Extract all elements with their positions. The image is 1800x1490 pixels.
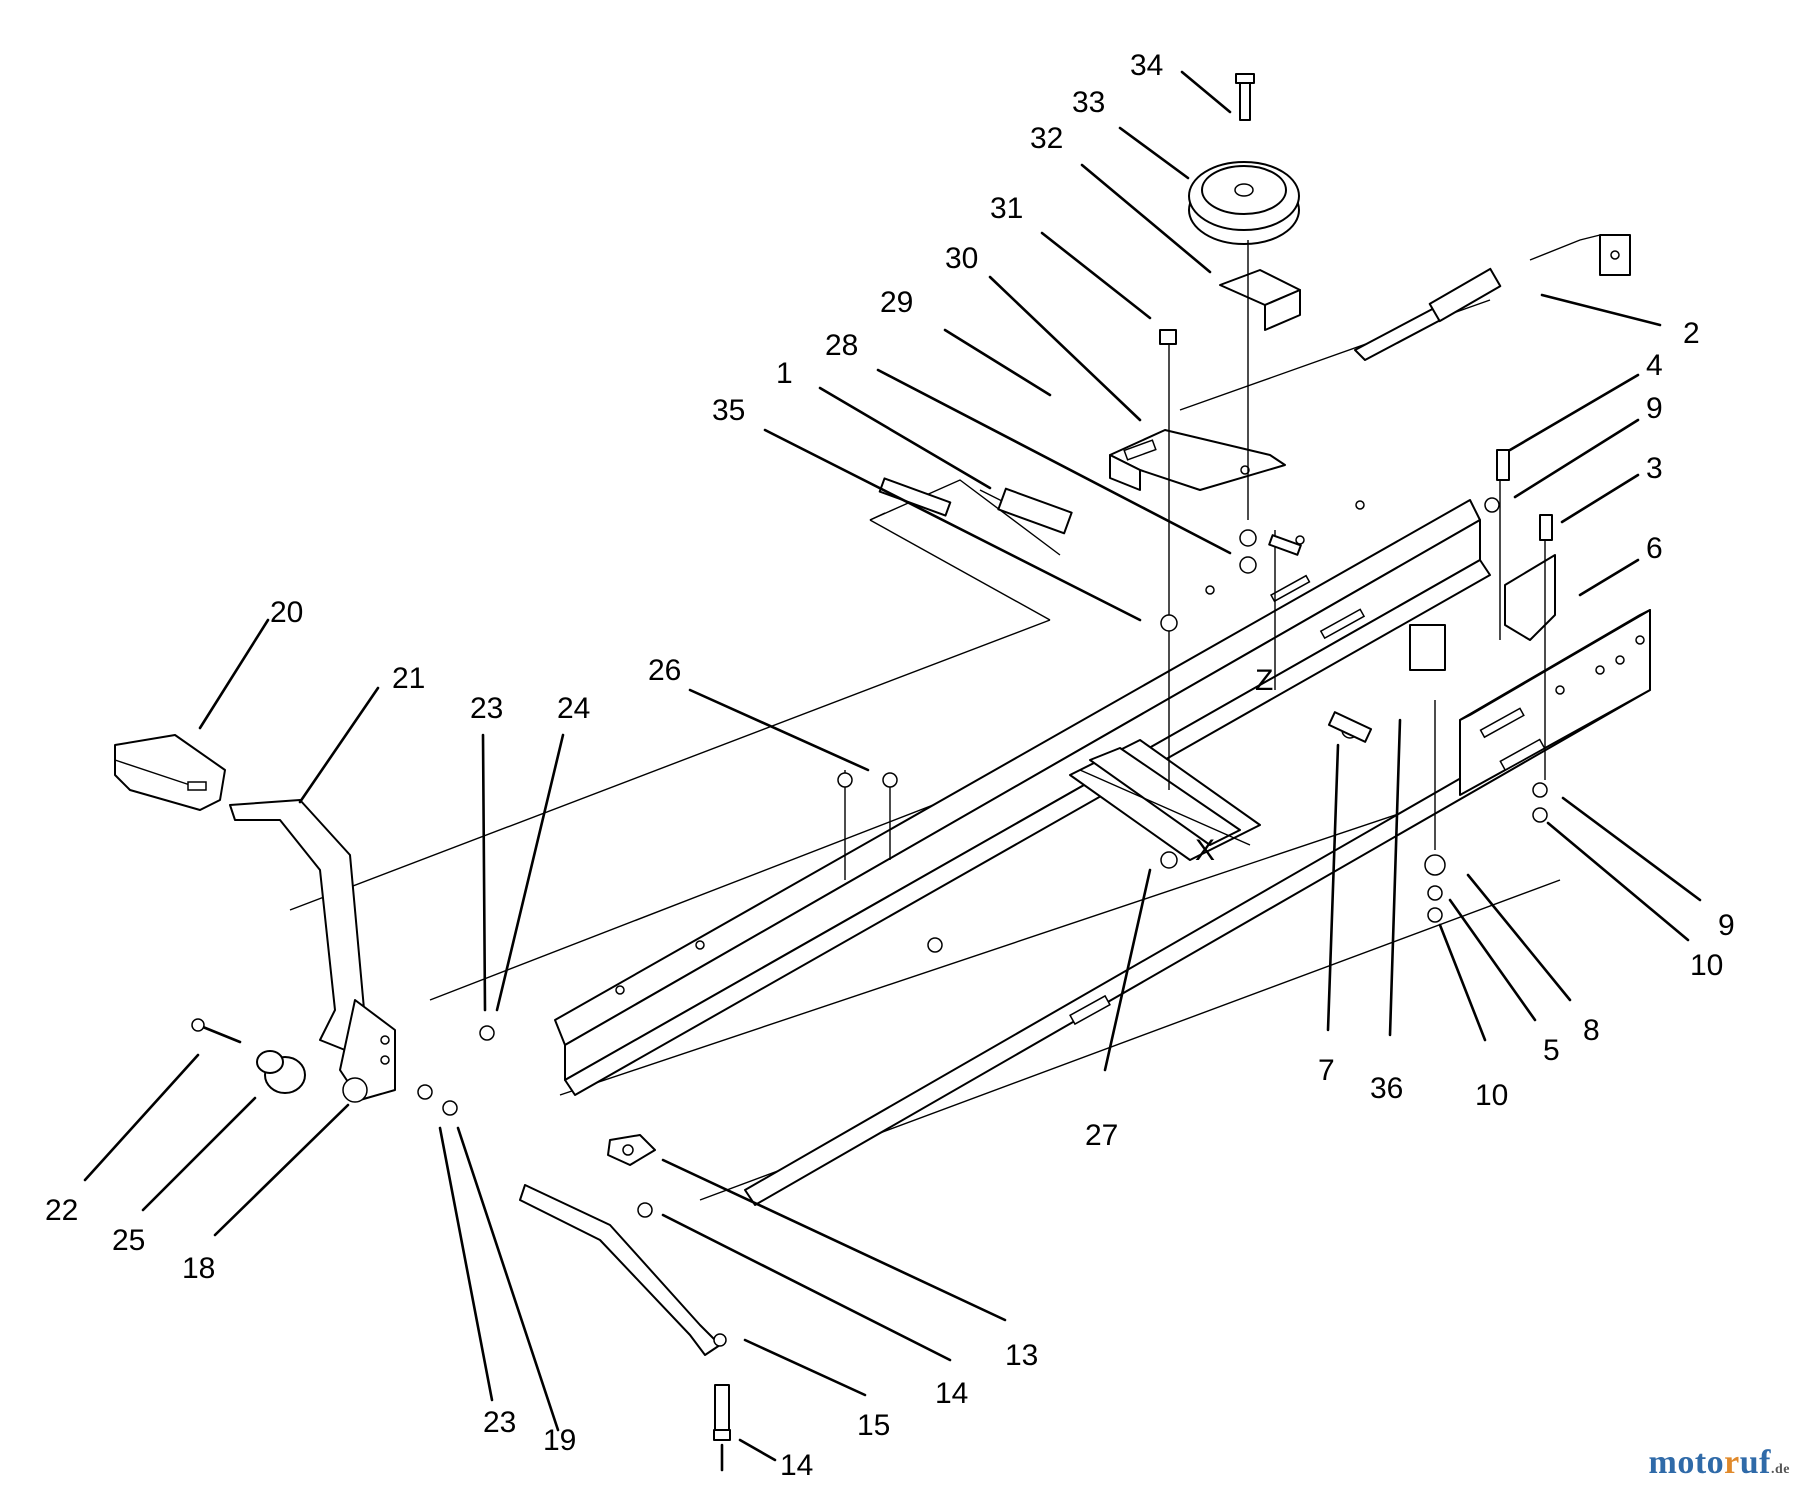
spring-2: [1354, 234, 1631, 361]
callout-1: 1: [776, 357, 793, 390]
hardware: [417, 329, 1553, 1218]
pedal-bolt: [191, 1018, 242, 1044]
callout-22: 22: [45, 1194, 78, 1227]
spacer: [713, 1384, 731, 1472]
callout-10: 10: [1475, 1079, 1508, 1112]
idler-bracket: [1109, 429, 1286, 491]
callout-28: 28: [825, 329, 858, 362]
callout-5: 5: [1543, 1034, 1560, 1067]
pedal-arm: [229, 799, 396, 1103]
callout-10: 10: [1690, 949, 1723, 982]
callout-23: 23: [470, 692, 503, 725]
pulley-bolt: [1235, 73, 1255, 121]
callout-25: 25: [112, 1224, 145, 1257]
callout-9: 9: [1718, 909, 1735, 942]
leader-lines: [83, 70, 1702, 1462]
callout-2: 2: [1683, 317, 1700, 350]
frame-rail-front: [744, 609, 1651, 1206]
callout-21: 21: [392, 662, 425, 695]
callout-30: 30: [945, 242, 978, 275]
pedal-bushing: [256, 1050, 306, 1094]
fastener-axes: [844, 240, 1546, 880]
callout-24: 24: [557, 692, 590, 725]
callout-7: 7: [1318, 1054, 1335, 1087]
callout-33: 33: [1072, 86, 1105, 119]
linkage-rod: [519, 1184, 727, 1356]
idler-pulley: [1188, 161, 1300, 245]
tension-rod: [869, 477, 1073, 556]
frame-marks: Z X: [1195, 664, 1273, 867]
callout-36: 36: [1370, 1072, 1403, 1105]
callout-29: 29: [880, 286, 913, 319]
callout-4: 4: [1646, 349, 1663, 382]
callout-8: 8: [1583, 1014, 1600, 1047]
callout-27: 27: [1085, 1119, 1118, 1152]
pivot-clip: [607, 1134, 656, 1166]
callout-31: 31: [990, 192, 1023, 225]
callout-14: 14: [780, 1449, 813, 1482]
alignment-lines: [289, 299, 1561, 1201]
callout-9: 9: [1646, 392, 1663, 425]
pulley-bracket: [1219, 269, 1301, 331]
callout-19: 19: [543, 1424, 576, 1457]
mark-z: Z: [1255, 664, 1273, 697]
callout-6: 6: [1646, 532, 1663, 565]
callout-32: 32: [1030, 122, 1063, 155]
mark-x: X: [1195, 834, 1215, 867]
callout-23: 23: [483, 1406, 516, 1439]
callout-14: 14: [935, 1377, 968, 1410]
callout-26: 26: [648, 654, 681, 687]
cross-member: [1069, 739, 1261, 861]
callout-18: 18: [182, 1252, 215, 1285]
callout-20: 20: [270, 596, 303, 629]
callout-13: 13: [1005, 1339, 1038, 1372]
callout-35: 35: [712, 394, 745, 427]
watermark: motoruf.de: [1648, 1444, 1790, 1481]
belt-guard: [1504, 554, 1556, 641]
frame-rail-back: [554, 499, 1491, 1096]
callout-15: 15: [857, 1409, 890, 1442]
pedal-pad: [114, 734, 226, 811]
callout-34: 34: [1130, 49, 1163, 82]
callout-3: 3: [1646, 452, 1663, 485]
